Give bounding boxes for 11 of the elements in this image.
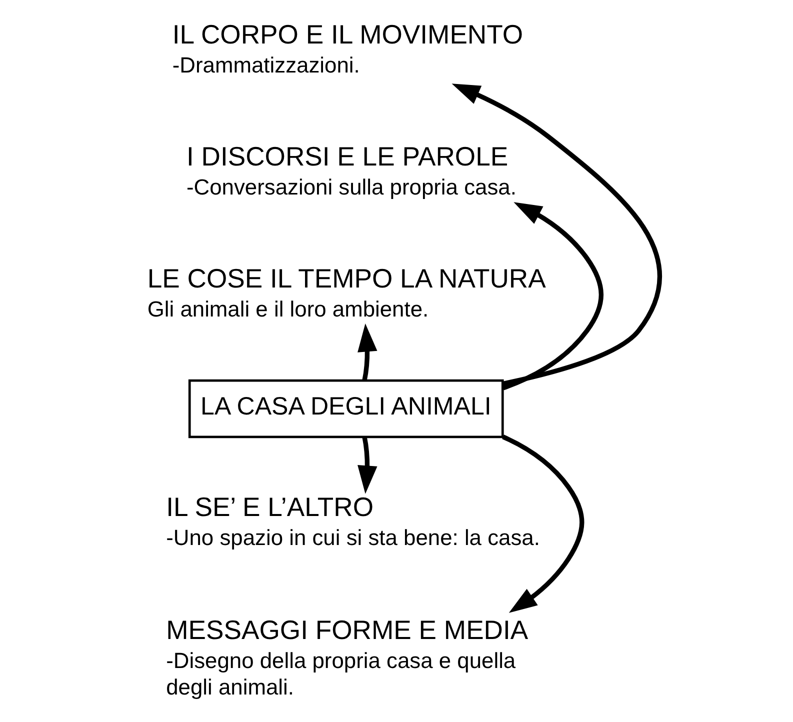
node-text: MESSAGGI FORME E MEDIA -Disegno della propria casa e quella degli animali. — [166, 614, 528, 700]
node-text: LE COSE IL TEMPO LA NATURA Gli animali e il loro ambiente. — [147, 264, 546, 322]
arrow — [358, 436, 378, 494]
arrow — [502, 202, 604, 390]
node-text: IL SE’ E L’ALTRO -Uno spazio in cui si sta bene: la casa. — [166, 492, 540, 550]
arrow — [502, 434, 584, 613]
node-text: IL CORPO E IL MOVIMENTO -Drammatizzazioni. — [172, 19, 524, 78]
node-text: I DISCORSI E LE PAROLE -Conversazioni sulla propria casa. — [186, 142, 516, 200]
arrow — [358, 324, 378, 381]
node-box: LA CASA DEGLI ANIMALI — [188, 379, 504, 438]
arrow — [452, 84, 662, 386]
